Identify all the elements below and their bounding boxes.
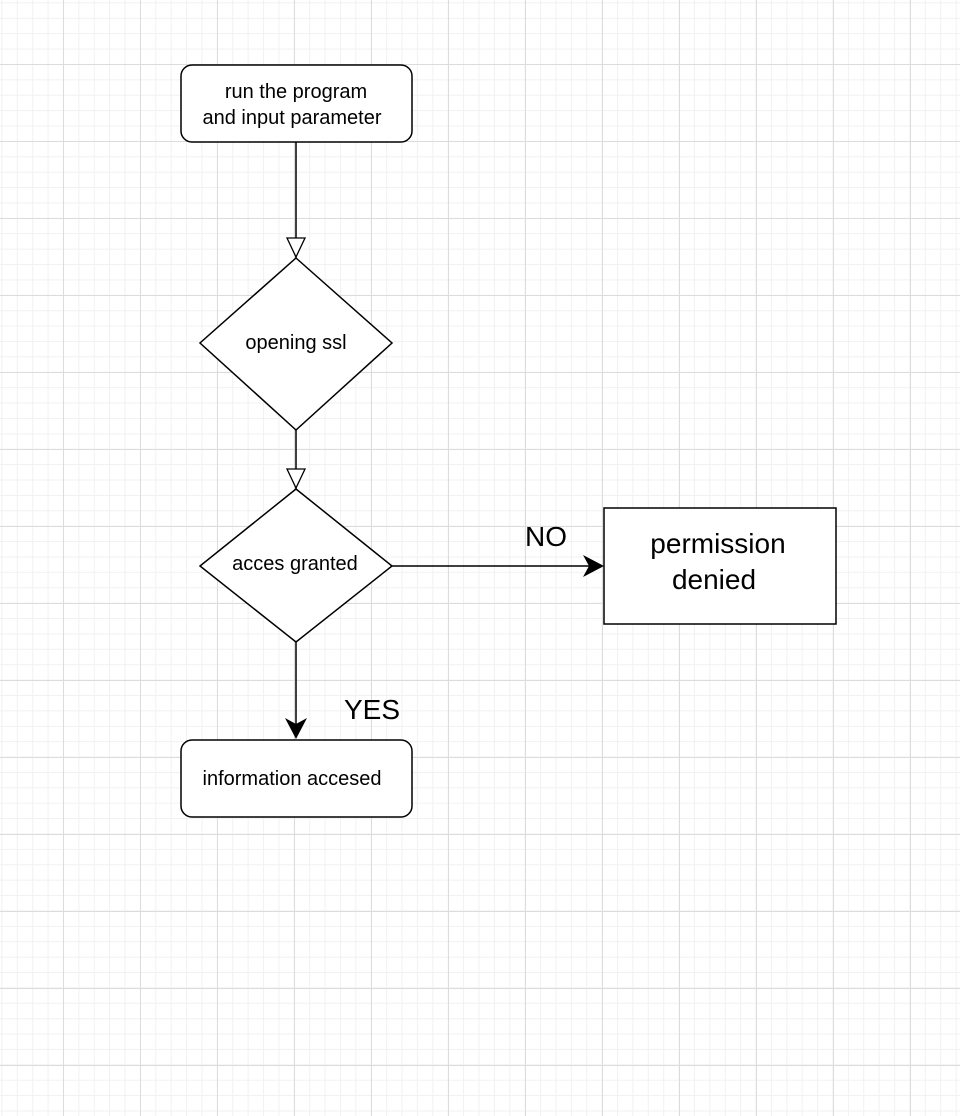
node-access-decision[interactable]: acces granted <box>198 488 394 643</box>
node-start[interactable]: run the program and input parameter <box>180 64 413 143</box>
solid-arrowhead-icon <box>583 555 604 577</box>
edge-access-to-info <box>285 642 307 739</box>
edge-access-to-denied <box>392 555 604 577</box>
node-start-line-2: and input parameter <box>202 107 381 129</box>
edge-ssl-to-access <box>285 430 307 490</box>
edge-start-to-ssl <box>285 142 307 259</box>
solid-arrowhead-icon <box>285 718 307 739</box>
node-denied[interactable]: permission denied <box>603 507 837 625</box>
node-info-label: information accesed <box>203 768 382 790</box>
node-access-label: acces granted <box>232 553 358 575</box>
node-denied-line-2: denied <box>672 564 756 595</box>
node-ssl-decision[interactable]: opening ssl <box>198 256 394 432</box>
edge-label-yes: YES <box>344 694 400 725</box>
node-start-line-1: run the program <box>225 81 367 103</box>
open-arrowhead-icon <box>285 237 307 259</box>
node-info[interactable]: information accesed <box>180 739 413 818</box>
node-denied-line-1: permission <box>650 528 785 559</box>
edge-label-no: NO <box>525 521 567 552</box>
open-arrowhead-icon <box>285 468 307 490</box>
node-ssl-label: opening ssl <box>245 332 346 354</box>
